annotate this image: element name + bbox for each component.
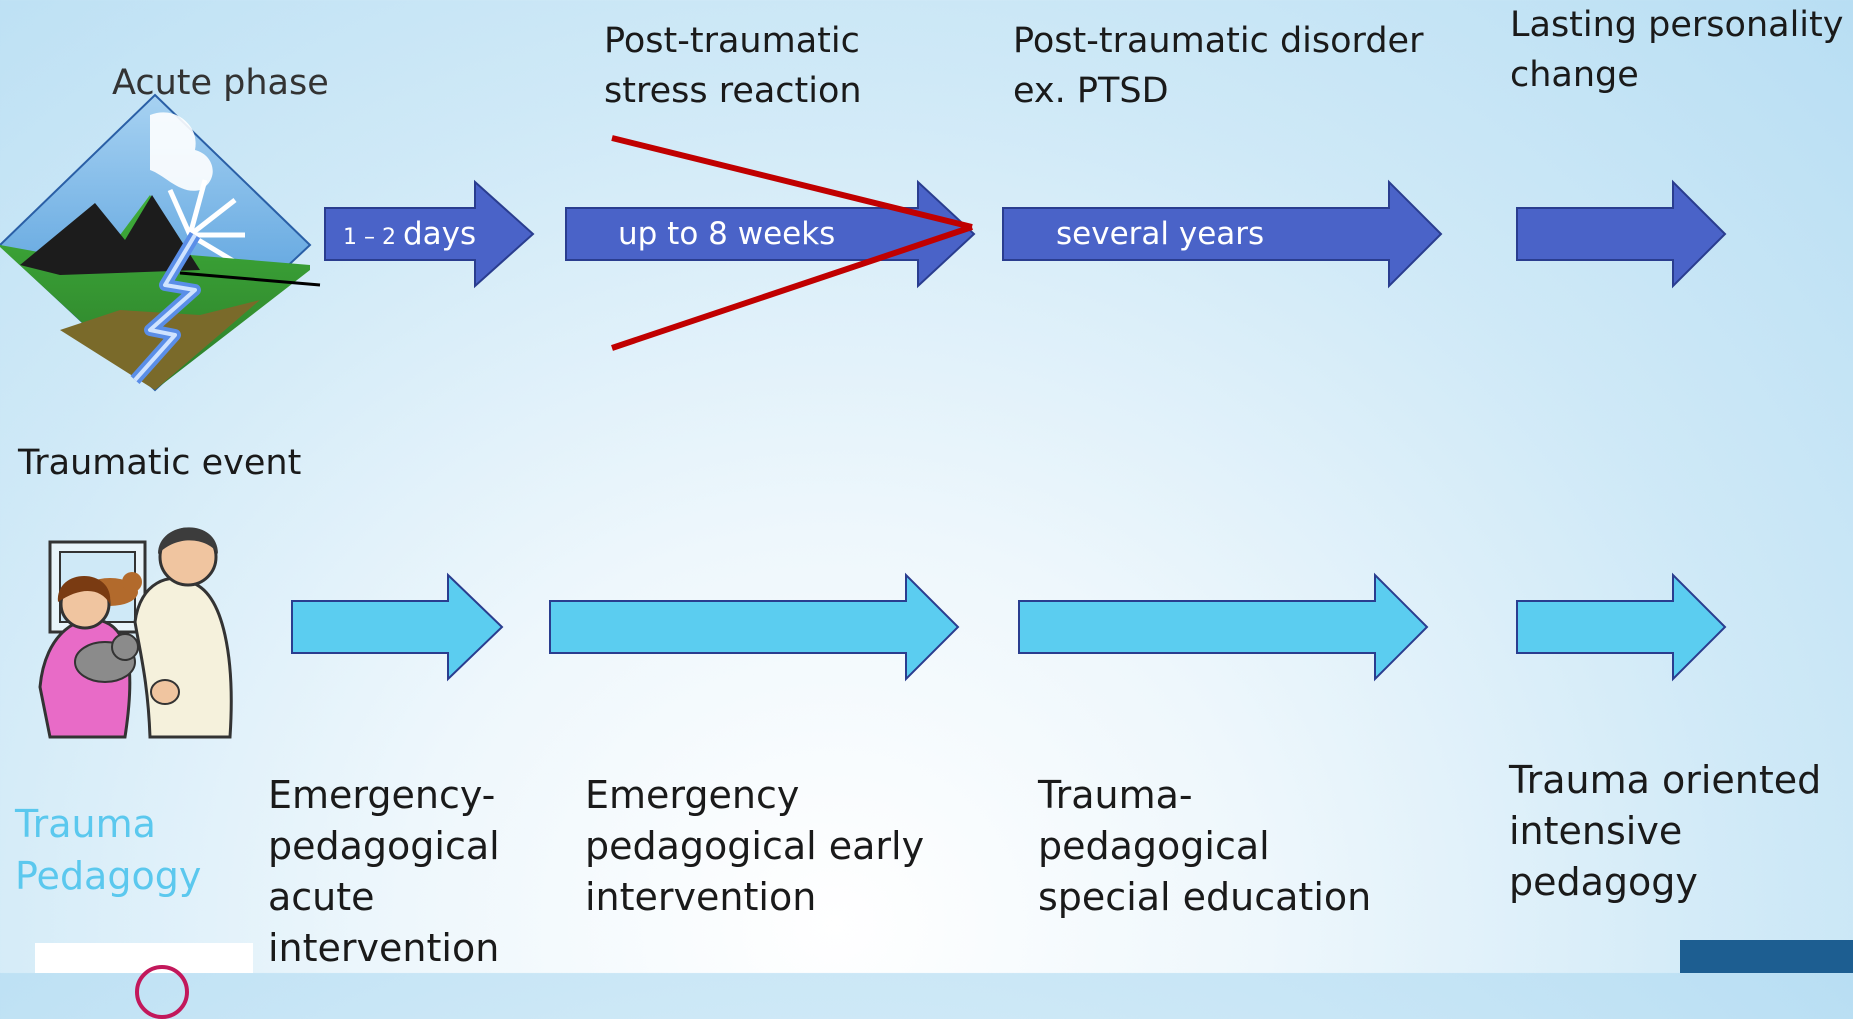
pedagogy-arrow-1: [291, 572, 504, 682]
vet-clipart-illustration: [38, 527, 233, 739]
pedagogy-item-special: Trauma- pedagogical special education: [1038, 773, 1372, 919]
duration-label-1: 1 – 2 days: [343, 214, 476, 258]
duration-prefix-1: 1 – 2: [343, 225, 403, 250]
bottom-right-corner-block: [1680, 940, 1853, 973]
duration-label-2: up to 8 weeks: [618, 216, 836, 252]
red-divergence-lines: [611, 135, 973, 351]
duration-text-1: days: [402, 216, 477, 252]
duration-label-3: several years: [1056, 216, 1265, 252]
stage-label-ptsd: Post-traumatic disorder ex. PTSD: [1013, 21, 1424, 111]
pedagogy-item-early: Emergency pedagogical early intervention: [585, 773, 925, 919]
acute-phase-label: Acute phase: [112, 63, 329, 103]
bottom-left-logo-fragment: [35, 943, 253, 1019]
duration-arrow-3: [1002, 179, 1443, 289]
storm-diamond-illustration: [0, 93, 321, 392]
stage-label-stress-reaction: Post-traumatic stress reaction: [604, 21, 862, 111]
duration-arrow-1: [324, 179, 535, 289]
pedagogy-item-intensive: Trauma oriented intensive pedagogy: [1509, 758, 1822, 904]
pedagogy-arrow-2: [549, 572, 960, 682]
duration-arrow-4: [1516, 179, 1727, 289]
trauma-pedagogy-label: Trauma Pedagogy: [15, 802, 202, 898]
stage-label-personality-change: Lasting personality change: [1510, 5, 1844, 95]
pedagogy-arrow-3: [1018, 572, 1429, 682]
traumatic-event-label: Traumatic event: [18, 443, 302, 483]
pedagogy-item-acute: Emergency- pedagogical acute interventio…: [268, 773, 500, 970]
pedagogy-arrow-4: [1516, 572, 1727, 682]
